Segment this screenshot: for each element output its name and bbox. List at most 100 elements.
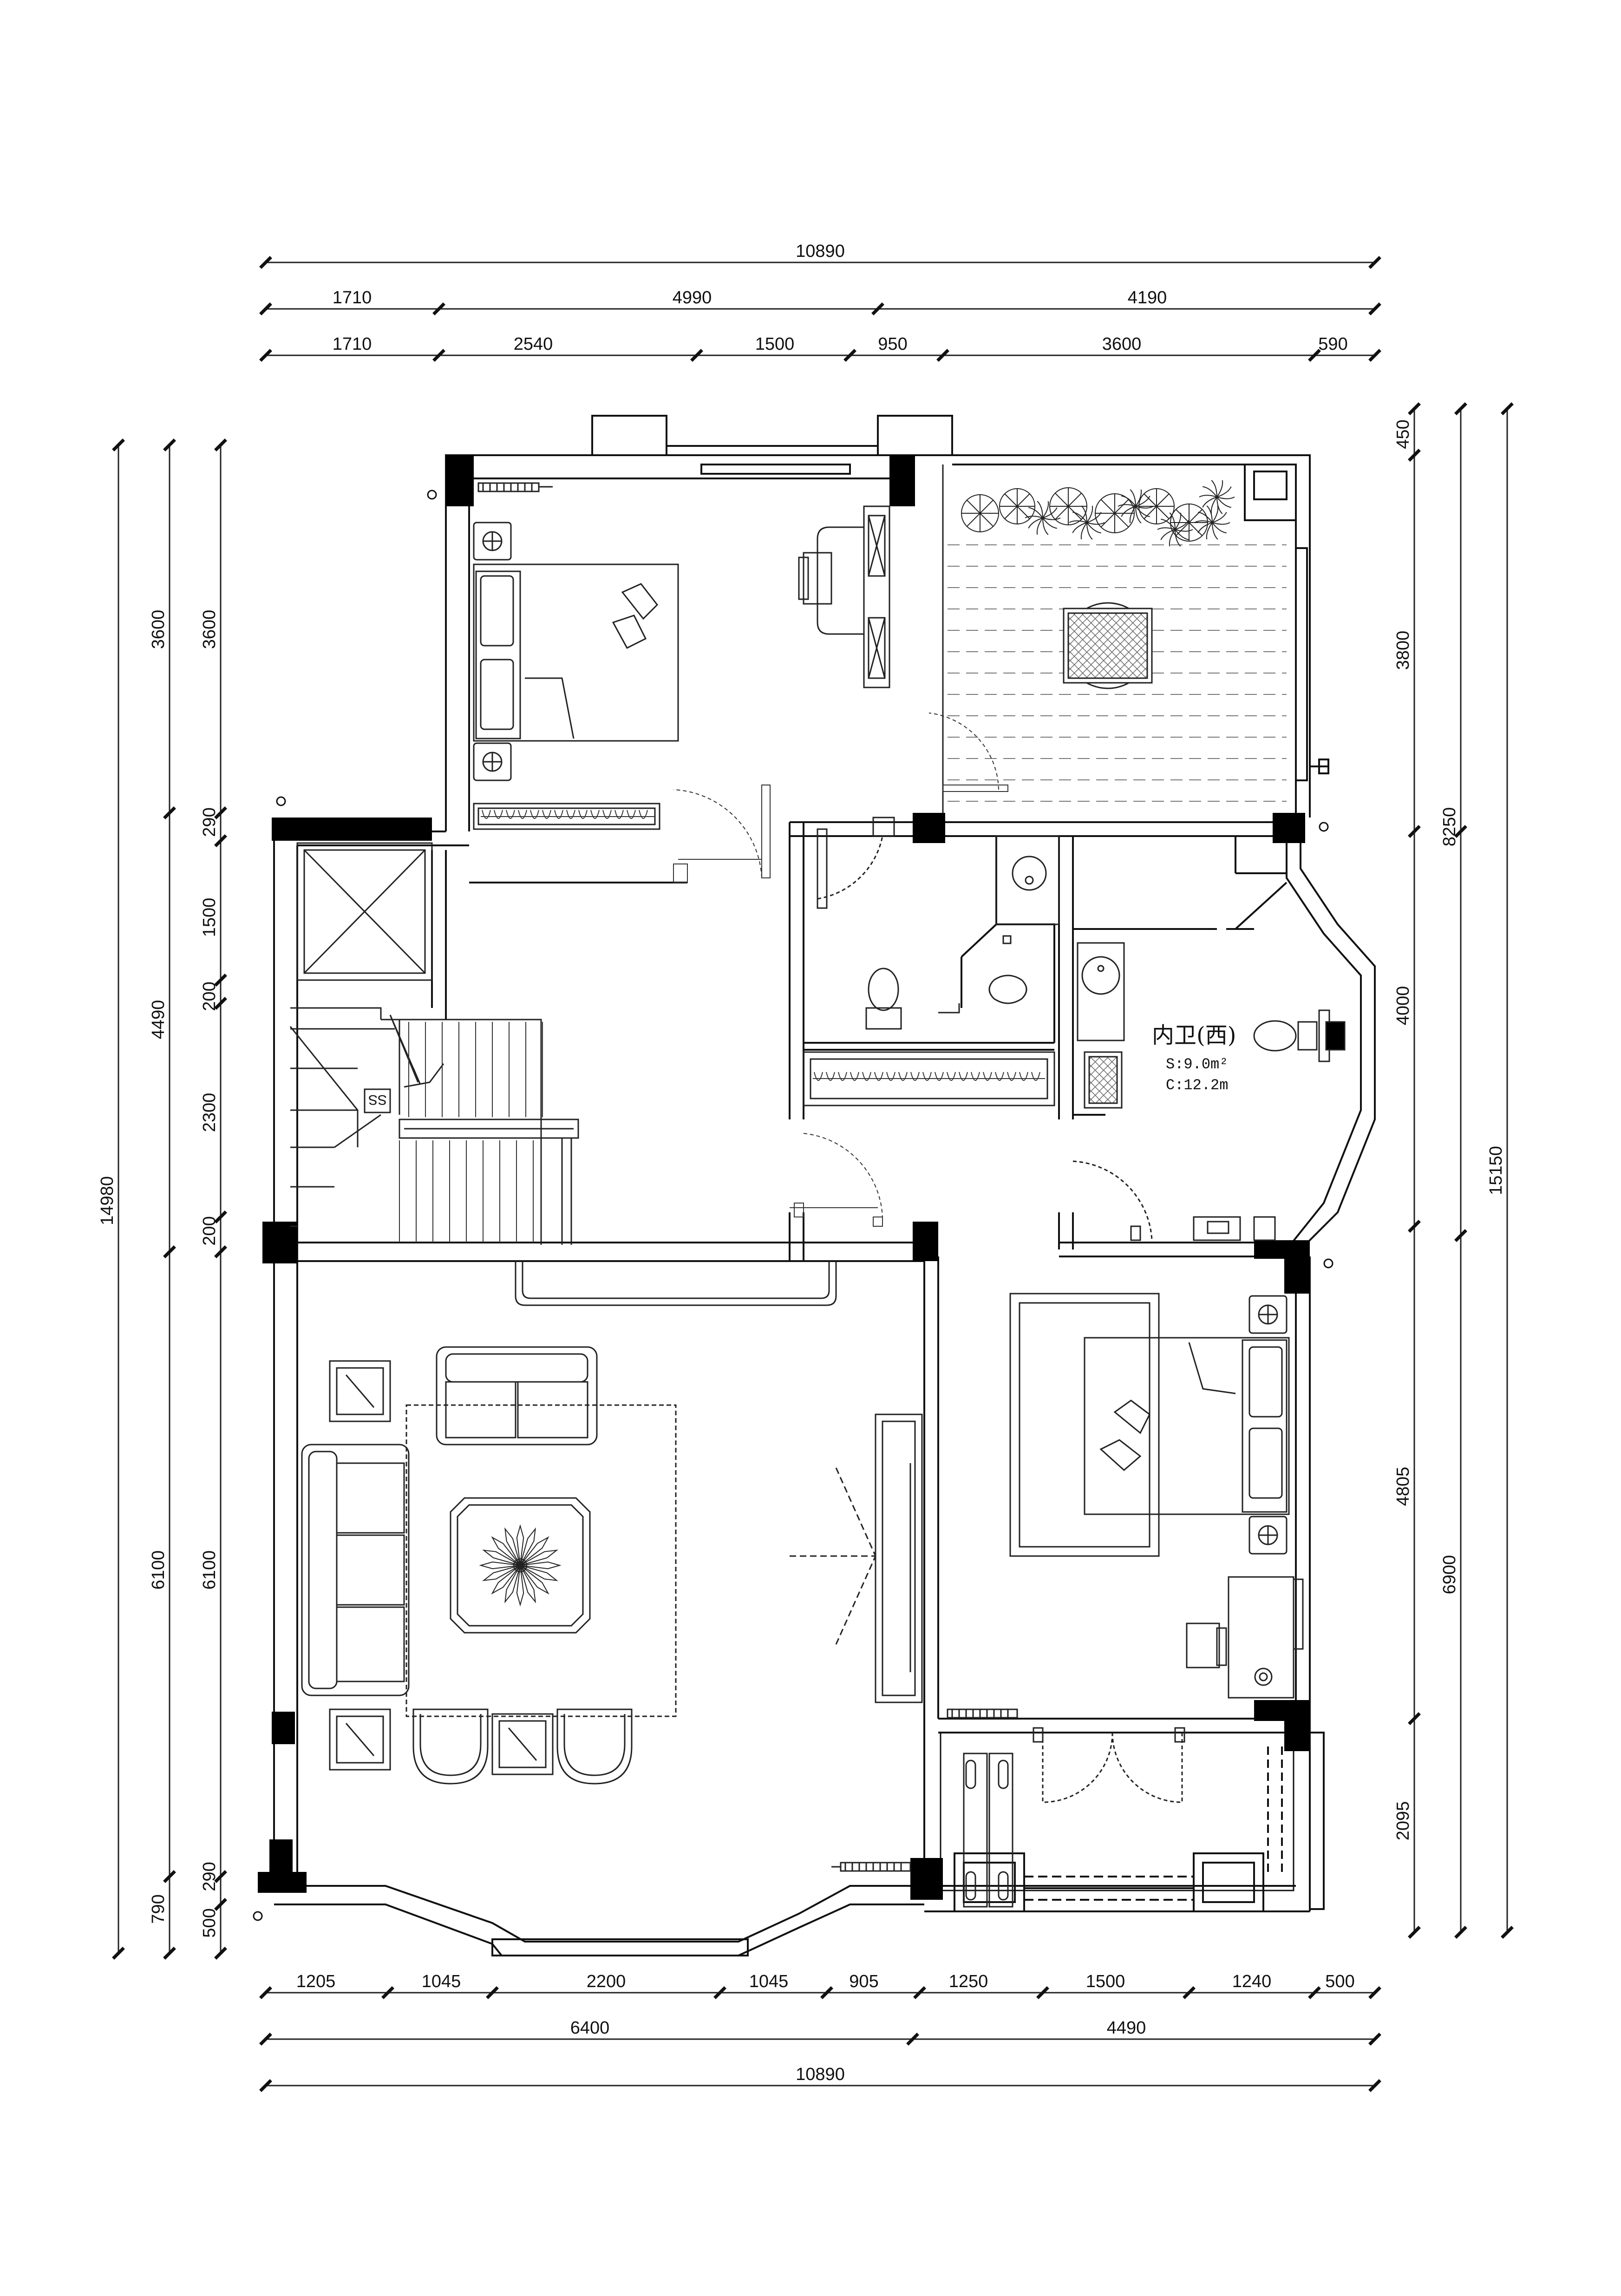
dim-bottom-detail-2: 1045: [422, 1972, 461, 1991]
dimension-tick: [163, 1245, 176, 1258]
dimension-tick: [820, 1986, 833, 1999]
palm-frond: [1072, 522, 1087, 533]
dimension-tick: [214, 834, 227, 847]
dimension-tick: [843, 349, 856, 362]
palm-frond: [1175, 529, 1181, 547]
dimension-lines: [118, 262, 1508, 2087]
dimension-tick: [214, 806, 227, 819]
dimension-tick: [1368, 302, 1381, 315]
plant-leaf: [1189, 509, 1203, 523]
dim-bottom-detail-1: 1205: [296, 1972, 336, 1991]
top-dimension-labels: 10890 1710 4990 4190 1710 2540 1500 950 …: [333, 242, 1348, 354]
plant-leaf: [1004, 506, 1018, 519]
dimension-tick: [1408, 1220, 1421, 1233]
dim-right-detail-3: 4000: [1393, 986, 1413, 1026]
dimension-tick: [913, 1986, 926, 1999]
palm-frond: [1086, 505, 1093, 523]
dimension-tick: [1368, 349, 1381, 362]
dimension-tick: [1183, 1986, 1196, 1999]
hanger: [850, 1072, 859, 1081]
dimension-tick: [1308, 1986, 1321, 1999]
palm-frond: [1216, 497, 1223, 514]
dim-top-detail-1: 1710: [333, 334, 372, 354]
hanger: [602, 810, 612, 819]
dim-bottom-total: 10890: [796, 2065, 845, 2084]
plant-leaf: [1055, 506, 1069, 520]
palm-frond: [1135, 489, 1142, 507]
dimension-tick: [1454, 825, 1467, 838]
dimension-tick: [432, 302, 445, 315]
dimension-tick: [163, 1870, 176, 1883]
door-bedroom-upper: [673, 785, 771, 883]
dimension-tick: [1368, 256, 1381, 269]
dimension-tick: [1501, 402, 1514, 415]
dimension-tick: [1454, 402, 1467, 415]
hanger: [910, 1072, 920, 1081]
structural-columns: [258, 455, 1310, 1900]
plant-leaf: [1189, 522, 1203, 536]
palm-frond: [1042, 501, 1049, 518]
plant-leaf: [1156, 506, 1170, 519]
plant-leaf: [1068, 493, 1082, 507]
hanger: [935, 1072, 944, 1081]
double-bed-lower: [1084, 1337, 1290, 1515]
palm-frond: [1135, 506, 1142, 523]
dim-left-detail-4: 200: [200, 981, 219, 1011]
elevator-shaft: [296, 842, 433, 981]
sofa-three-seat: [301, 1444, 410, 1696]
walls: [273, 415, 1376, 1956]
palm-frond: [1160, 529, 1176, 540]
left-dimension-labels: 14980 3600 4490 6100 790 3600 290 1500 2…: [98, 610, 219, 1938]
hanger: [639, 810, 648, 819]
dimension-tick: [259, 1986, 272, 1999]
flower-petal: [520, 1565, 536, 1603]
dim-top-mid-2: 4990: [673, 288, 712, 307]
plant-leaf: [980, 500, 994, 514]
potted-plants: [961, 480, 1235, 547]
palm-frond: [1135, 506, 1154, 509]
palm-frond: [1086, 522, 1101, 534]
flower-petal: [516, 1565, 524, 1607]
dim-bottom-mid-1: 6400: [570, 2018, 610, 2038]
hanger: [614, 810, 624, 819]
palm-frond: [1135, 496, 1150, 507]
dimension-tick: [713, 1986, 726, 1999]
hanger: [530, 810, 539, 819]
small-bathroom: [817, 817, 1060, 1030]
plant-leaf: [1156, 493, 1170, 507]
flower-petal: [491, 1565, 521, 1595]
hanger: [1007, 1072, 1016, 1081]
stair-mark: SS: [368, 1092, 387, 1107]
palm-frond: [1169, 529, 1176, 547]
palm-frond: [1216, 497, 1231, 508]
dimension-tick: [486, 1986, 499, 1999]
palm-frond: [1086, 512, 1102, 523]
dimension-tick: [259, 256, 272, 269]
palm-frond: [1042, 517, 1061, 520]
room-area: S:9.0m²: [1166, 1056, 1228, 1073]
hanger: [862, 1072, 871, 1081]
right-dimension-labels: 450 3800 4000 4805 2095 8250 6900 15150: [1393, 419, 1506, 1840]
dim-bottom-detail-3: 2200: [587, 1972, 626, 1991]
dim-right-detail-5: 2095: [1393, 1801, 1413, 1841]
palm-frond: [1081, 505, 1087, 523]
hanger: [482, 810, 491, 819]
dimension-tick: [1036, 1986, 1049, 1999]
dimension-tick: [1368, 2033, 1381, 2046]
hanger: [959, 1072, 968, 1081]
dim-right-mid-2: 6900: [1440, 1555, 1459, 1595]
dimension-tick: [1408, 825, 1421, 838]
door-terrace: [928, 713, 1008, 792]
dim-top-detail-4: 950: [878, 334, 907, 354]
dim-top-total: 10890: [796, 242, 845, 261]
dimension-tick: [871, 302, 884, 315]
palm-frond: [1042, 517, 1049, 535]
wardrobe-hangers: [813, 1072, 1045, 1081]
palm-frond: [1199, 495, 1217, 497]
plant-leaf: [1176, 509, 1190, 523]
palm-frond: [1210, 497, 1217, 514]
bedroom-upper: [473, 482, 890, 830]
hanger: [826, 1072, 835, 1081]
palm-frond: [1202, 497, 1217, 508]
